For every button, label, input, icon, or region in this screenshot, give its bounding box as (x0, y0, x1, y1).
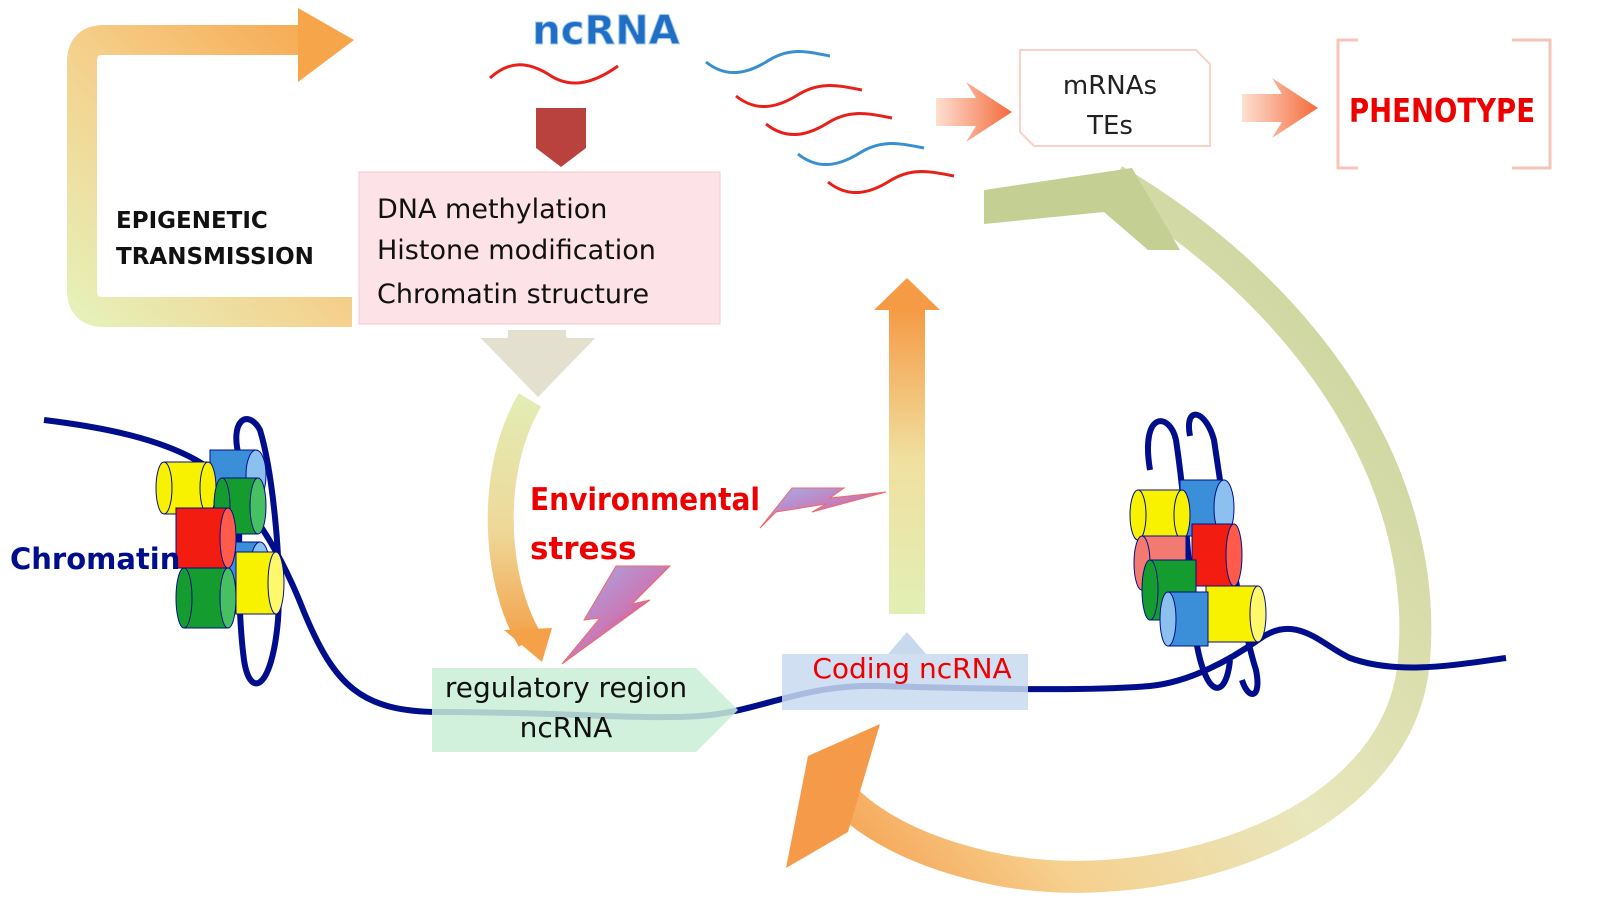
rna-strand-red-1 (735, 84, 863, 109)
chromatin-label: Chromatin (10, 542, 180, 576)
environmental-stress-line2: stress (530, 531, 637, 567)
coding-ncrna-box: Coding ncRNA (782, 632, 1028, 710)
lightning-bolt-upper (759, 487, 887, 529)
epigenetic-mechanisms-box: DNA methylation Histone modification Chr… (358, 171, 721, 325)
phenotype-label: PHENOTYPE (1349, 91, 1535, 130)
phenotype-box: PHENOTYPE (1336, 38, 1552, 170)
epigenetic-transmission-arrow (67, 8, 354, 327)
mechanism-chromatin-structure: Chromatin structure (377, 279, 649, 310)
nucleosome-left (155, 416, 285, 687)
regulatory-ncrna-label: ncRNA (520, 711, 613, 744)
mechanism-down-chevron (474, 326, 602, 402)
arrow-to-phenotype (1242, 78, 1318, 138)
epigenetic-label-line1: EPIGENETIC (116, 208, 268, 234)
mechanism-histone-modification: Histone modification (377, 235, 656, 266)
regulatory-region-label: regulatory region (445, 671, 687, 704)
environmental-stress-line1: Environmental (530, 482, 760, 518)
rna-strand-blue-1 (705, 50, 831, 75)
rna-strand-title (488, 63, 619, 85)
arrow-to-outputs (936, 82, 1012, 142)
rna-strand-red-2 (765, 112, 893, 137)
ncrna-title: ncRNA (532, 8, 679, 54)
output-mrnas: mRNAs (1063, 71, 1157, 101)
curved-arrow-to-regulatory (487, 393, 552, 662)
epigenetic-label-line2: TRANSMISSION (116, 244, 314, 270)
regulatory-region-box: regulatory region ncRNA (432, 668, 738, 752)
up-arrow-to-rnas (874, 278, 940, 614)
rna-strand-red-3 (827, 170, 955, 195)
mechanism-pointer-arrow (536, 108, 586, 167)
nucleosome-right (1129, 411, 1267, 697)
mechanism-dna-methylation: DNA methylation (377, 194, 607, 225)
coding-ncrna-label: Coding ncRNA (812, 652, 1011, 685)
feedback-loop-arrow (786, 166, 1432, 893)
outputs-box: mRNAs TEs (1019, 49, 1211, 147)
rna-strands-cluster (705, 50, 955, 195)
output-tes: TEs (1086, 111, 1133, 141)
lightning-bolt-lower (561, 565, 672, 665)
rna-strand-blue-2 (797, 142, 925, 167)
